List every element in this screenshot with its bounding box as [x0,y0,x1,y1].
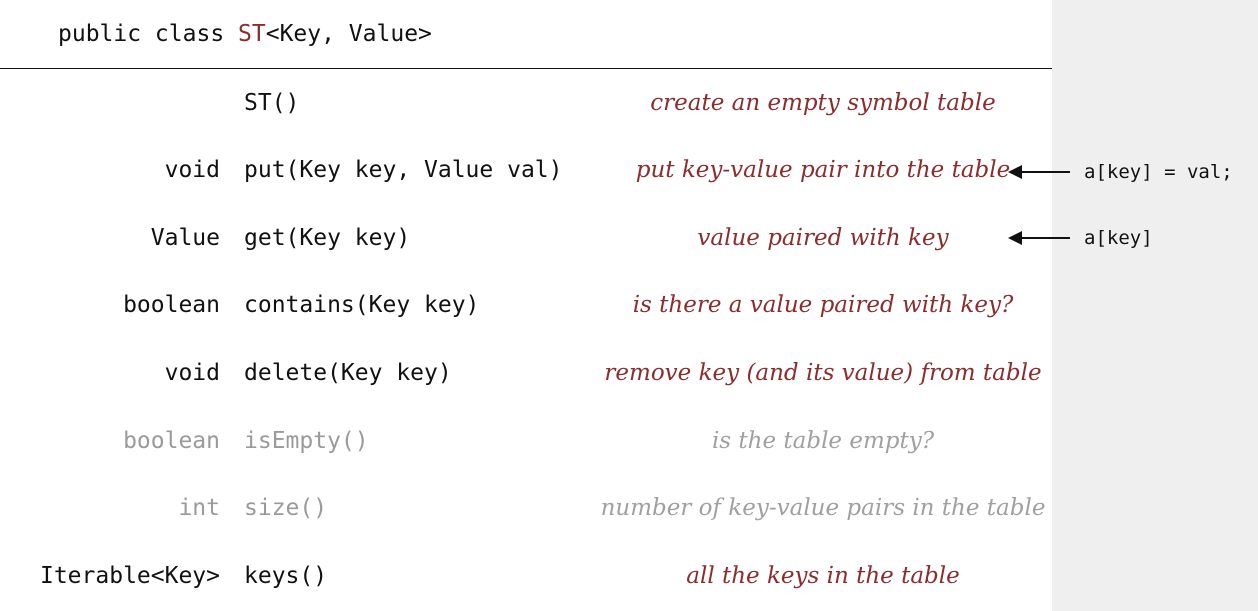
method-description: number of key-value pairs in the table [600,495,1046,521]
return-type: void [164,157,220,183]
api-row: boolean contains(Key key) is there a val… [0,288,1052,322]
left-arrow-icon [1008,165,1070,179]
type-parameters: <Key, Value> [265,21,432,47]
method-signature: size() [244,495,328,521]
method-signature: ST() [244,90,300,116]
method-description: value paired with key [697,225,949,251]
return-type: Value [150,225,220,251]
class-name: ST [238,21,266,47]
method-signature: put(Key key, Value val) [244,157,563,183]
return-type: int [178,495,220,521]
method-signature: delete(Key key) [244,360,452,386]
method-description: create an empty symbol table [650,90,996,116]
class-declaration: public class ST<Key, Value> [58,17,432,51]
api-panel: public class ST<Key, Value> ST() create … [0,0,1052,611]
method-signature: isEmpty() [244,428,369,454]
api-row: Iterable<Key> keys() all the keys in the… [0,559,1052,593]
method-description: is there a value paired with key? [632,292,1014,318]
array-analogy-note: a[key] [1008,221,1256,255]
left-arrow-icon [1008,231,1070,245]
return-type: Iterable<Key> [39,563,220,589]
method-signature: get(Key key) [244,225,411,251]
method-description: remove key (and its value) from table [604,360,1042,386]
method-description: put key-value pair into the table [635,157,1011,183]
api-row: int size() number of key-value pairs in … [0,491,1052,525]
method-description: is the table empty? [711,428,935,454]
method-signature: contains(Key key) [244,292,480,318]
return-type: boolean [123,292,220,318]
api-row: boolean isEmpty() is the table empty? [0,424,1052,458]
method-description: all the keys in the table [686,563,960,589]
api-row: ST() create an empty symbol table [0,86,1052,120]
api-row: void put(Key key, Value val) put key-val… [0,153,1052,187]
class-declaration-prefix: public class [58,21,239,47]
header-divider [0,68,1052,69]
array-analogy-note: a[key] = val; [1008,155,1256,189]
return-type: boolean [123,428,220,454]
array-analogy-text: a[key] [1084,227,1153,249]
method-signature: keys() [244,563,328,589]
api-row: Value get(Key key) value paired with key [0,221,1052,255]
array-analogy-text: a[key] = val; [1084,161,1233,183]
return-type: void [164,360,220,386]
api-row: void delete(Key key) remove key (and its… [0,356,1052,390]
